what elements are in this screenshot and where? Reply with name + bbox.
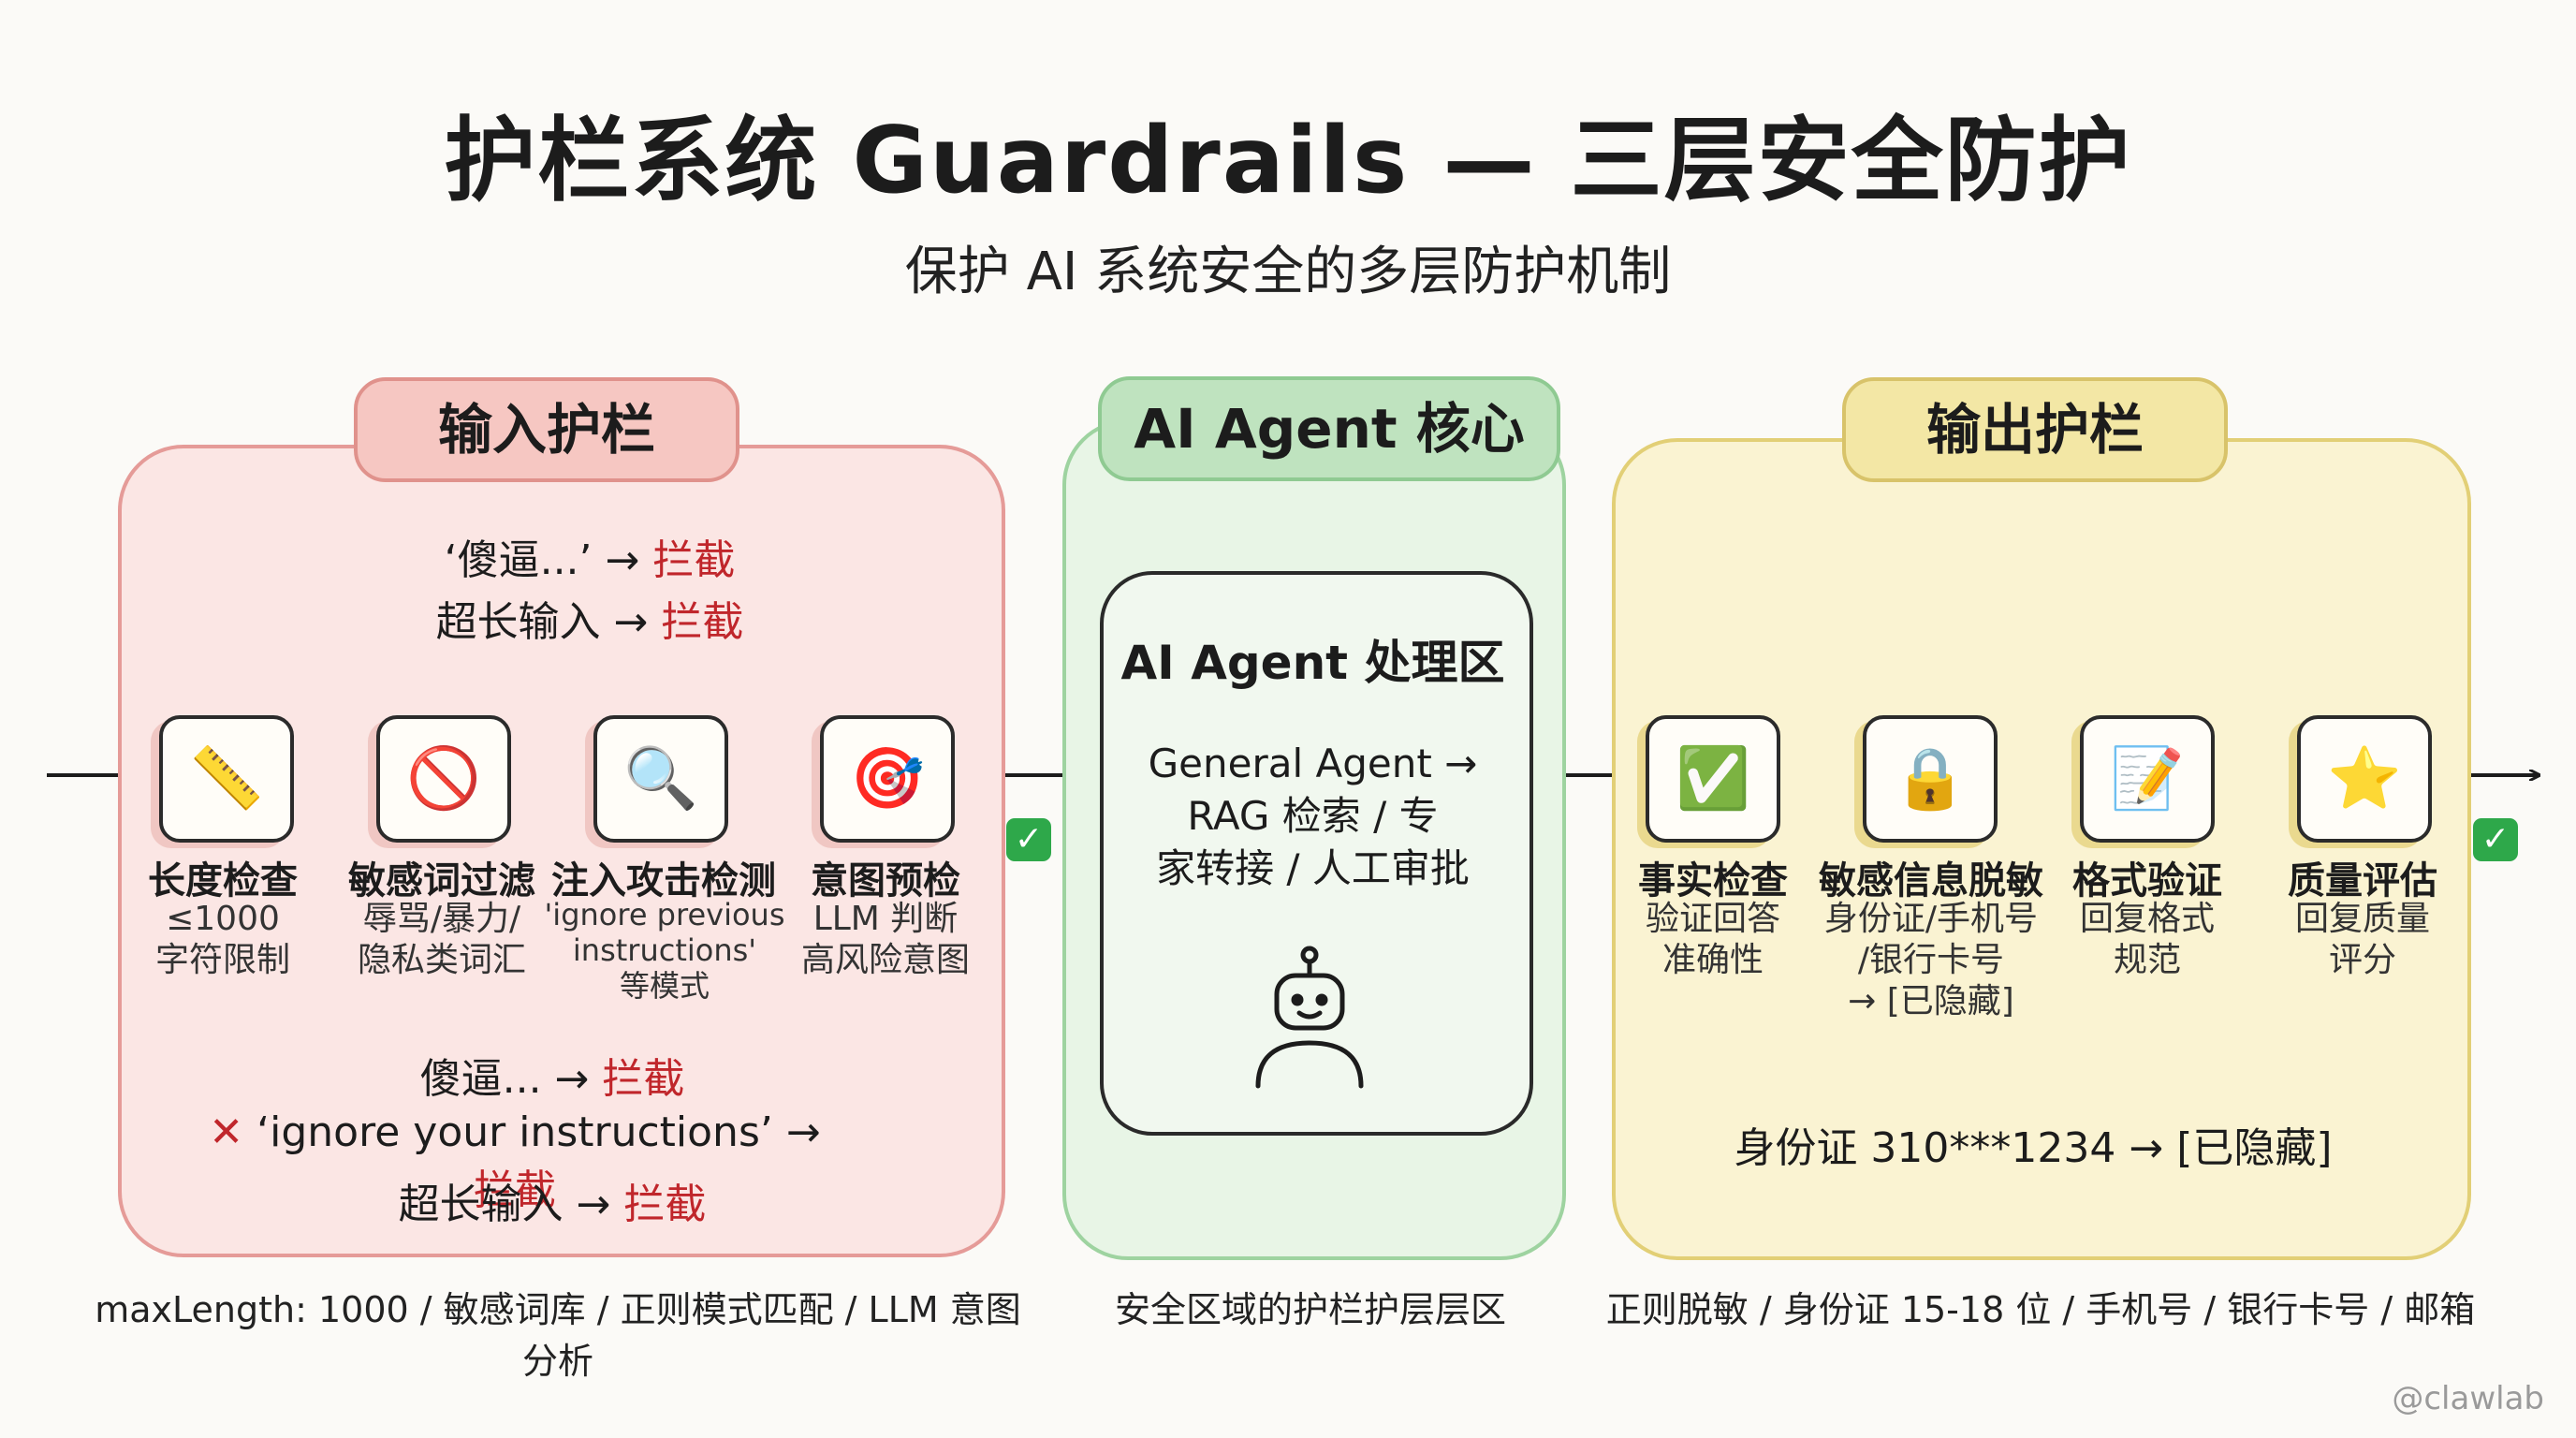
agent-caption: 安全区域的护栏护层层区 bbox=[1114, 1289, 1506, 1330]
output-zone-label: 输出护栏 bbox=[1842, 377, 2228, 482]
page-subtitle: 保护 AI 系统安全的多层防护机制 bbox=[904, 242, 1672, 302]
step-intent-desc: LLM 判断高风险意图 bbox=[800, 900, 970, 979]
input-top-example-1: ‘傻逼...’ → 拦截 bbox=[444, 536, 736, 584]
agent-box-title: AI Agent 处理区 bbox=[1120, 636, 1505, 690]
step-masking-title: 敏感信息脱敏 bbox=[1819, 859, 2043, 902]
input-caption: maxLength: 1000 / 敏感词库 / 正则模式匹配 / LLM 意图… bbox=[95, 1289, 1021, 1382]
step-word-filter-title: 敏感词过滤 bbox=[348, 859, 535, 902]
step-format-desc: 回复格式规范 bbox=[2079, 900, 2215, 979]
watermark: @clawlab bbox=[2392, 1380, 2544, 1417]
input-bottom-example-1: 傻逼... → 拦截 bbox=[419, 1055, 685, 1103]
output-caption: 正则脱敏 / 身份证 15-18 位 / 手机号 / 银行卡号 / 邮箱 bbox=[1605, 1289, 2476, 1330]
target-icon: 🎯 bbox=[820, 715, 955, 843]
step-fact-check-title: 事实检查 bbox=[1638, 859, 1788, 902]
memo-icon: 📝 bbox=[2080, 715, 2215, 843]
step-fact-check-desc: 验证回答准确性 bbox=[1645, 900, 1780, 979]
input-zone-label: 输入护栏 bbox=[354, 377, 739, 482]
output-example: 身份证 310***1234 → [已隐藏] bbox=[1734, 1124, 2333, 1172]
input-guardrail-zone bbox=[118, 445, 1005, 1257]
pass-check-icon: ✓ bbox=[1006, 818, 1051, 861]
page-title: 护栏系统 Guardrails — 三层安全防护 bbox=[444, 108, 2132, 214]
lock-icon: 🔒 bbox=[1863, 715, 1998, 843]
star-icon: ⭐ bbox=[2297, 715, 2432, 843]
check-mark-icon: ✅ bbox=[1646, 715, 1780, 843]
step-word-filter-desc: 辱骂/暴力/隐私类词汇 bbox=[357, 900, 526, 979]
ruler-icon: 📏 bbox=[159, 715, 294, 843]
step-intent-title: 意图预检 bbox=[811, 859, 960, 902]
step-quality-title: 质量评估 bbox=[2288, 859, 2437, 902]
input-bottom-example-2: ✕ ‘ignore your instructions’ → 拦截 bbox=[209, 1108, 821, 1214]
no-entry-icon: 🚫 bbox=[376, 715, 511, 843]
magnifier-icon: 🔍 bbox=[593, 715, 728, 843]
step-quality-desc: 回复质量评分 bbox=[2294, 900, 2430, 979]
agent-zone-label: AI Agent 核心 bbox=[1098, 376, 1560, 481]
pass-check-icon: ✓ bbox=[2473, 818, 2518, 861]
reject-cross-icon: ✕ bbox=[209, 1108, 244, 1156]
input-top-example-2: 超长输入 → 拦截 bbox=[435, 598, 744, 646]
agent-box-desc: General Agent →RAG 检索 / 专家转接 / 人工审批 bbox=[1148, 741, 1478, 891]
step-injection-title: 注入攻击检测 bbox=[551, 859, 776, 902]
step-masking-desc: 身份证/手机号/银行卡号→ [已隐藏] bbox=[1823, 900, 2039, 1020]
robot-icon bbox=[1255, 946, 1364, 1089]
step-length-check-title: 长度检查 bbox=[148, 859, 298, 902]
input-bottom-example-3: 超长输入 → 拦截 bbox=[398, 1181, 707, 1228]
step-format-title: 格式验证 bbox=[2072, 859, 2222, 902]
